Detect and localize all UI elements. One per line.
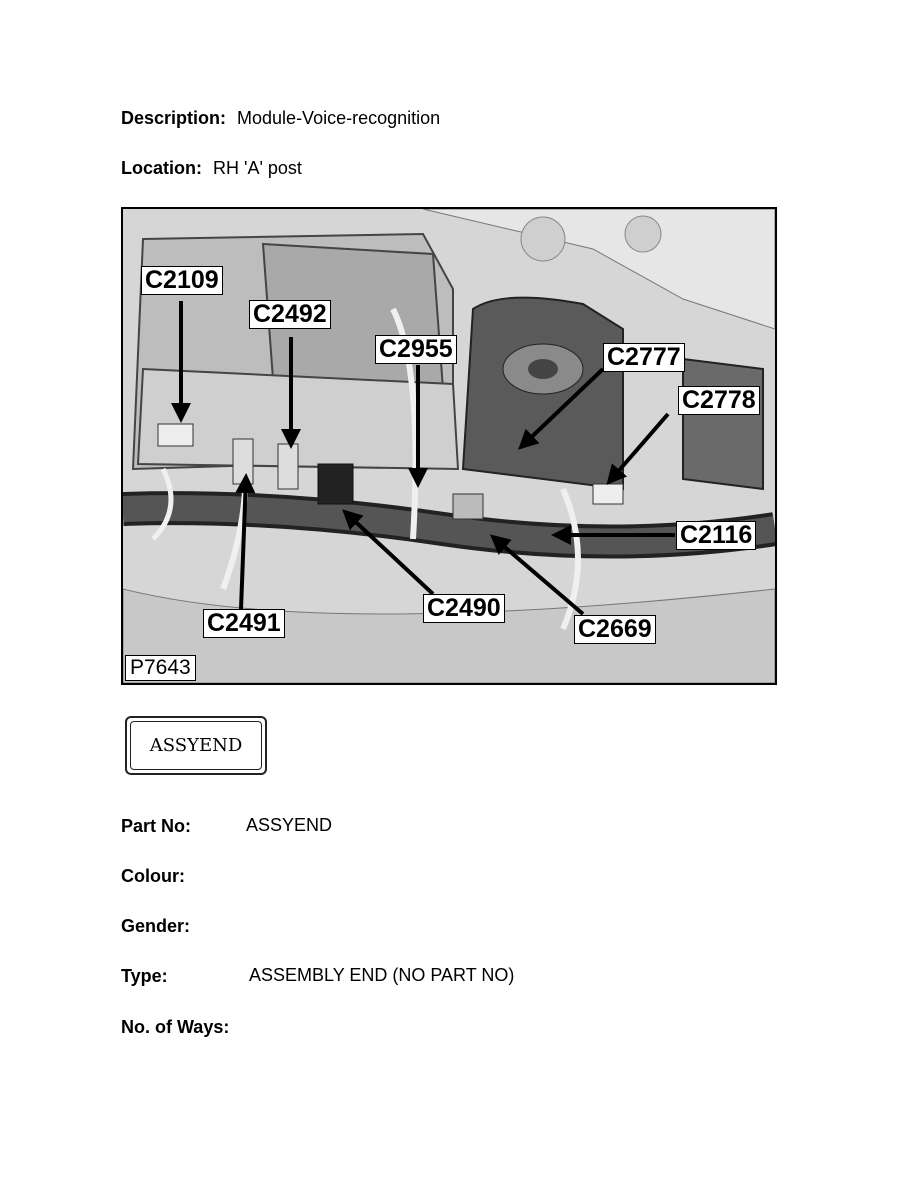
ways-label: No. of Ways:: [121, 1017, 230, 1037]
ways-field: No. of Ways:: [121, 1016, 229, 1038]
callout-c2491: C2491: [203, 609, 285, 638]
figure-id: P7643: [125, 655, 196, 681]
part-no-label: Part No:: [121, 816, 192, 836]
type-value: ASSEMBLY END (NO PART NO): [249, 965, 515, 985]
callout-c2669: C2669: [574, 615, 656, 644]
callout-c2777: C2777: [603, 343, 685, 372]
location-field: Location: RH 'A' post: [121, 157, 302, 179]
part-no-value: ASSYEND: [246, 815, 333, 835]
location-label: Location:: [121, 158, 202, 178]
type-field: Type:: [121, 965, 168, 987]
callout-c2778: C2778: [678, 386, 760, 415]
callout-c2492: C2492: [249, 300, 331, 329]
part-no-field: Part No:: [121, 815, 191, 837]
stamp-text: ASSYEND: [130, 721, 262, 770]
location-value: RH 'A' post: [213, 158, 302, 178]
gender-label: Gender:: [121, 916, 191, 936]
gender-field: Gender:: [121, 915, 190, 937]
colour-field: Colour:: [121, 865, 185, 887]
description-value: Module-Voice-recognition: [237, 108, 441, 128]
description-label: Description:: [121, 108, 227, 128]
callout-c2955: C2955: [375, 335, 457, 364]
colour-label: Colour:: [121, 866, 185, 886]
connector-location-figure: C2109 C2492 C2955 C2777 C2778 C2116 C249…: [121, 207, 777, 685]
callout-c2109: C2109: [141, 266, 223, 295]
callout-c2490: C2490: [423, 594, 505, 623]
assyend-stamp: ASSYEND: [125, 716, 267, 775]
type-label: Type:: [121, 966, 168, 986]
callout-c2116: C2116: [676, 521, 757, 550]
description-field: Description: Module-Voice-recognition: [121, 107, 440, 129]
